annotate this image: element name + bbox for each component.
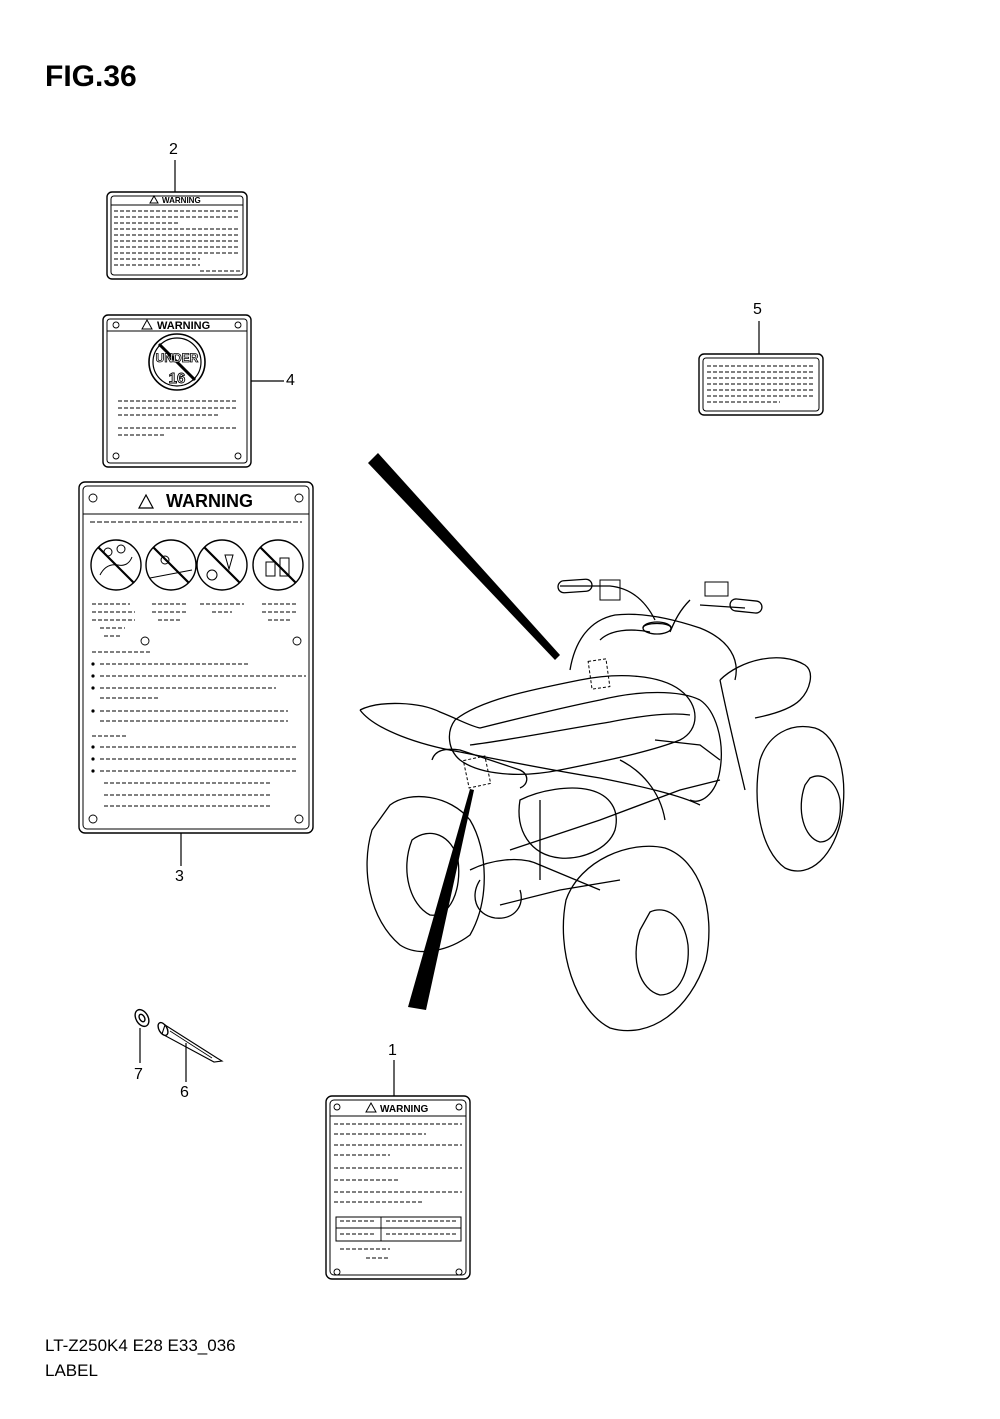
no-paved-road-icon	[145, 539, 197, 591]
callout-6: 6	[180, 1084, 189, 1101]
no-passenger-icon	[90, 539, 142, 591]
warning-triangle-icon	[137, 493, 155, 509]
callout-5: 5	[753, 301, 762, 318]
pointer-to-fender-label	[408, 789, 474, 1010]
callout-4: 4	[286, 372, 295, 389]
figure-code: LT-Z250K4 E28 E33_036	[45, 1336, 236, 1355]
atv-illustration	[359, 578, 845, 1032]
warning-triangle-icon	[149, 194, 159, 204]
label-2: WARNING	[106, 191, 248, 280]
under-text: UNDER	[156, 351, 199, 365]
label-3-warning-text: WARNING	[166, 491, 253, 511]
callout-3: 3	[175, 868, 184, 885]
callout-7: 7	[134, 1066, 143, 1083]
figure-title: FIG.36	[45, 60, 137, 93]
callout-2: 2	[169, 141, 178, 158]
callout-1: 1	[388, 1042, 397, 1059]
no-under-age-icon	[252, 539, 304, 591]
washer-7	[134, 1008, 150, 1028]
label-1: WARNING	[325, 1095, 471, 1280]
label-2-warning-text: WARNING	[162, 196, 201, 205]
pointer-to-tank-label	[368, 453, 560, 660]
label-1-warning-text: WARNING	[380, 1104, 429, 1115]
rivet-6	[157, 1021, 224, 1063]
label-4-warning-text: WARNING	[157, 320, 210, 332]
label-3: WARNING	[78, 481, 314, 834]
label-4: WARNING UNDER 16	[102, 314, 252, 468]
label-5	[698, 353, 824, 416]
under-16-prohibition-icon: UNDER 16	[148, 333, 206, 391]
age-text: 16	[169, 370, 186, 387]
figure-name: LABEL	[45, 1361, 98, 1380]
warning-triangle-icon	[365, 1101, 377, 1113]
warning-triangle-icon	[141, 318, 153, 330]
no-alcohol-icon	[196, 539, 248, 591]
